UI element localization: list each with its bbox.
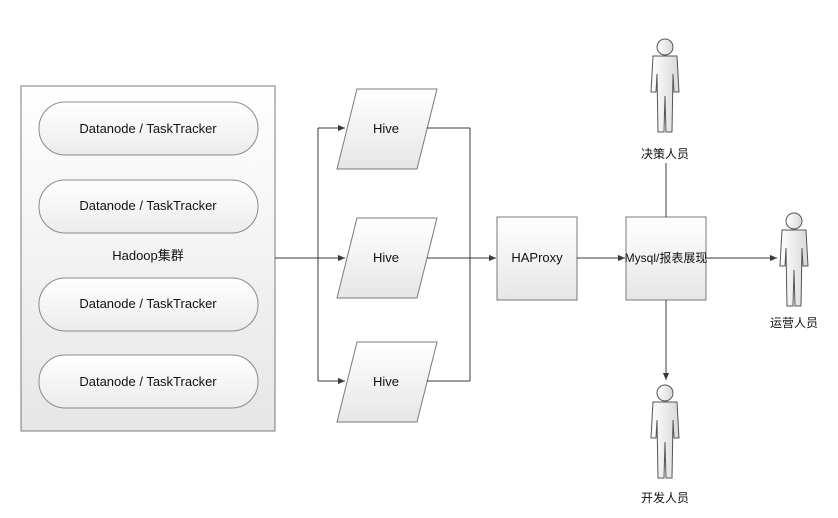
developers-label: 开发人员 xyxy=(641,490,689,505)
person-icon xyxy=(779,212,809,307)
hive-node-1: Hive xyxy=(336,88,438,170)
decision-makers-label: 决策人员 xyxy=(641,147,689,161)
datanode-2: Datanode / TaskTracker xyxy=(38,179,259,234)
hive-label: Hive xyxy=(373,250,399,265)
datanode-label: Datanode / TaskTracker xyxy=(79,121,217,136)
haproxy-node: HAProxy xyxy=(496,216,578,301)
haproxy-label: HAProxy xyxy=(511,250,563,265)
hadoop-cluster: Datanode / TaskTracker Datanode / TaskTr… xyxy=(20,85,276,432)
hive-node-3: Hive xyxy=(336,341,438,423)
datanode-label: Datanode / TaskTracker xyxy=(79,198,217,213)
mysql-report-node: Mysql/报表展现 xyxy=(625,216,708,301)
operations-staff-label: 运营人员 xyxy=(770,316,818,330)
datanode-label: Datanode / TaskTracker xyxy=(79,296,217,311)
datanode-4: Datanode / TaskTracker xyxy=(38,354,259,409)
person-icon xyxy=(650,384,680,479)
hadoop-to-hive-connectors xyxy=(275,124,345,385)
hive-label: Hive xyxy=(373,374,399,389)
hive-to-haproxy-connectors xyxy=(427,127,496,382)
datanode-label: Datanode / TaskTracker xyxy=(79,374,217,389)
hadoop-cluster-label: Hadoop集群 xyxy=(112,248,184,263)
datanode-1: Datanode / TaskTracker xyxy=(38,101,259,156)
mysql-label: Mysql/报表展现 xyxy=(625,250,708,265)
datanode-3: Datanode / TaskTracker xyxy=(38,277,259,332)
person-icon xyxy=(650,38,680,133)
hive-label: Hive xyxy=(373,121,399,136)
hive-node-2: Hive xyxy=(336,217,438,299)
